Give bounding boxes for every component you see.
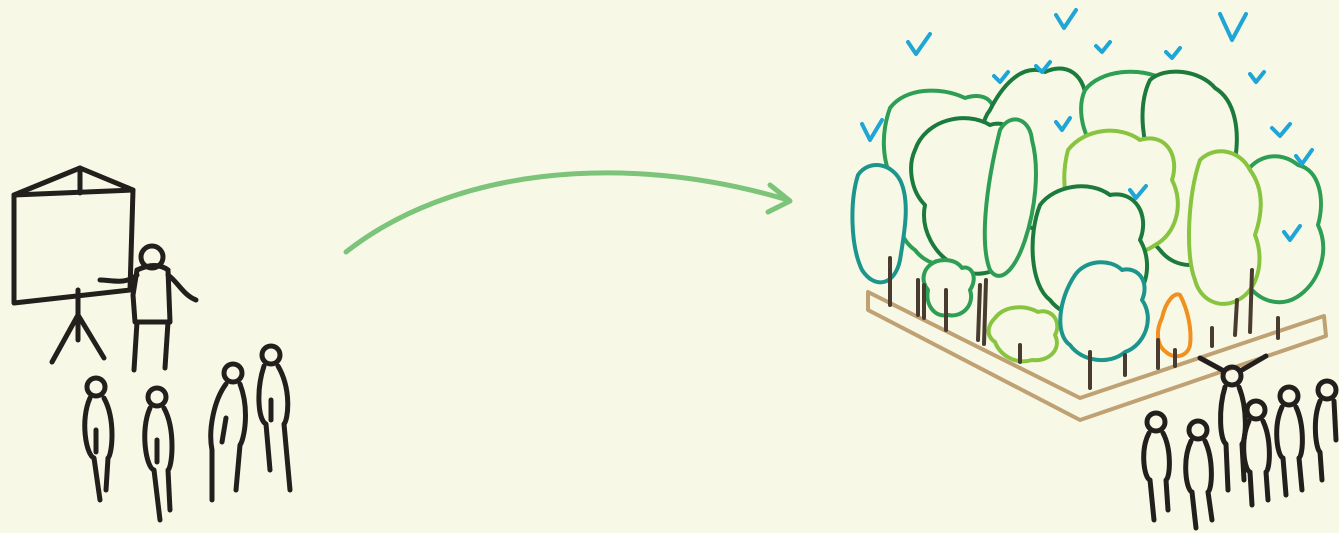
tree-icon [850,163,908,285]
person-icon [1274,384,1305,498]
tree-icon [1186,149,1263,306]
audience-group [82,343,293,523]
presenter-icon [97,243,199,373]
tree-icon [1155,292,1193,359]
person-icon [256,343,293,493]
person-icon [1312,378,1339,483]
flipchart-icon [11,165,136,365]
bird-icon [1128,184,1148,200]
tree-icon [921,258,976,318]
bird-icon [1054,8,1078,30]
tree-icon [986,305,1060,364]
tree-icon [982,117,1038,278]
bird-icon [1218,12,1248,42]
bird-icon [1034,60,1052,74]
bird-icon [1294,148,1314,166]
birds-group [860,8,1314,242]
bird-icon [1282,224,1302,242]
person-icon [1141,410,1172,523]
person-icon [1183,418,1215,531]
bird-icon [1054,116,1072,132]
tree-icon [1058,260,1150,363]
person-icon [142,385,175,523]
tree-trunks [888,256,1280,390]
bird-icon [1094,40,1112,54]
bird-icon [860,118,884,142]
bird-icon [1270,122,1292,138]
bird-icon [906,32,932,56]
workshop-group [11,165,293,523]
bird-icon [992,70,1010,84]
crowd-group [1141,353,1339,531]
person-icon [82,375,115,503]
person-icon [208,361,248,503]
bird-icon [1164,46,1182,60]
bird-icon [1248,70,1266,84]
forest-group [850,8,1339,531]
arrow-icon [343,170,793,255]
raised-bed-icon [866,290,1328,422]
person-icon [1241,398,1272,508]
